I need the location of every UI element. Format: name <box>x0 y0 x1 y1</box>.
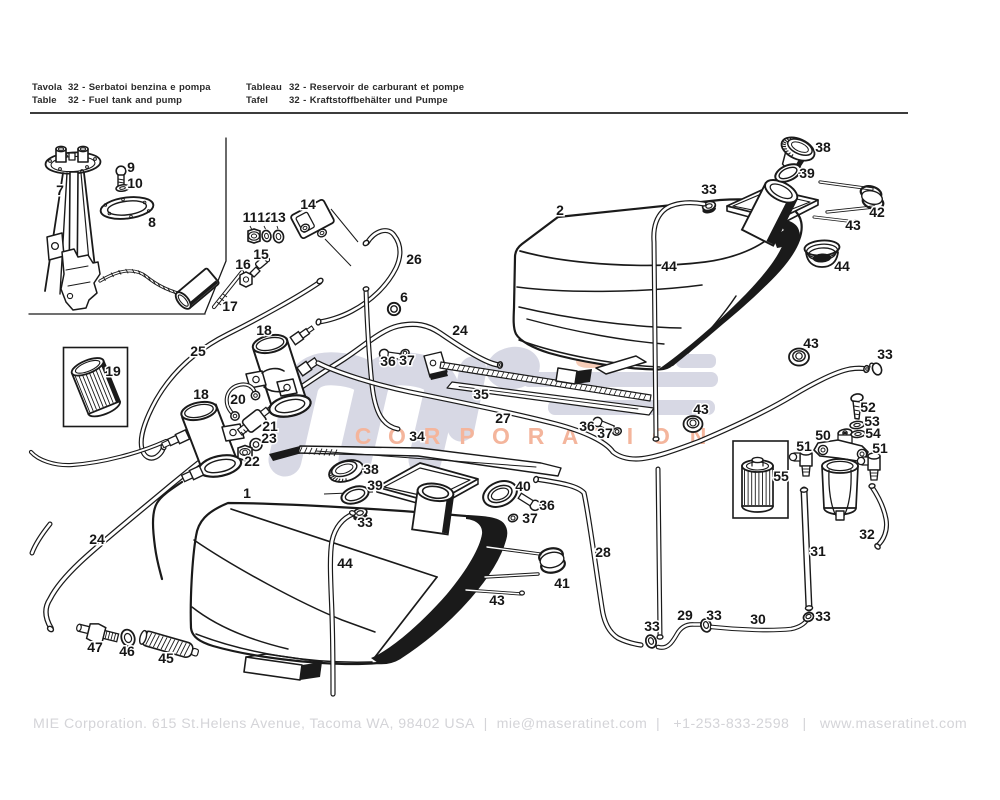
svg-text:43: 43 <box>803 335 819 351</box>
svg-text:55: 55 <box>773 468 789 484</box>
svg-text:37: 37 <box>399 352 415 368</box>
svg-text:51: 51 <box>796 438 812 454</box>
svg-text:13: 13 <box>270 209 286 225</box>
svg-text:18: 18 <box>256 322 272 338</box>
svg-text:33: 33 <box>357 514 373 530</box>
svg-text:46: 46 <box>119 643 135 659</box>
svg-text:20: 20 <box>230 391 246 407</box>
svg-text:38: 38 <box>363 461 379 477</box>
svg-text:27: 27 <box>495 410 511 426</box>
svg-text:6: 6 <box>400 289 408 305</box>
svg-text:33: 33 <box>644 618 660 634</box>
svg-text:16: 16 <box>235 256 251 272</box>
svg-text:42: 42 <box>869 204 885 220</box>
svg-text:8: 8 <box>148 214 156 230</box>
svg-text:37: 37 <box>522 510 538 526</box>
svg-text:40: 40 <box>515 478 531 494</box>
svg-text:9: 9 <box>127 159 135 175</box>
svg-text:1: 1 <box>243 485 251 501</box>
svg-text:54: 54 <box>865 425 881 441</box>
svg-text:25: 25 <box>190 343 206 359</box>
svg-text:33: 33 <box>701 181 717 197</box>
svg-text:30: 30 <box>750 611 766 627</box>
svg-text:O: O <box>492 423 510 449</box>
svg-text:43: 43 <box>845 217 861 233</box>
svg-text:37: 37 <box>597 425 613 441</box>
svg-text:18: 18 <box>193 386 209 402</box>
svg-text:41: 41 <box>554 575 570 591</box>
svg-text:44: 44 <box>661 258 677 274</box>
svg-text:36: 36 <box>380 353 396 369</box>
svg-text:53: 53 <box>864 413 880 429</box>
svg-text:24: 24 <box>452 322 468 338</box>
svg-text:12: 12 <box>257 209 273 225</box>
svg-text:33: 33 <box>877 346 893 362</box>
svg-text:39: 39 <box>799 165 815 181</box>
svg-text:26: 26 <box>406 251 422 267</box>
svg-text:51: 51 <box>872 440 888 456</box>
svg-text:29: 29 <box>677 607 693 623</box>
svg-text:32: 32 <box>859 526 875 542</box>
svg-text:45: 45 <box>158 650 174 666</box>
svg-text:23: 23 <box>261 430 277 446</box>
svg-text:47: 47 <box>87 639 103 655</box>
svg-text:43: 43 <box>693 401 709 417</box>
svg-text:44: 44 <box>337 555 353 571</box>
svg-text:19: 19 <box>105 363 121 379</box>
svg-text:33: 33 <box>815 608 831 624</box>
svg-text:50: 50 <box>815 427 831 443</box>
svg-text:R: R <box>424 423 441 449</box>
svg-text:44: 44 <box>834 258 850 274</box>
svg-text:28: 28 <box>595 544 611 560</box>
svg-text:10: 10 <box>127 175 143 191</box>
svg-text:15: 15 <box>253 246 269 262</box>
svg-text:43: 43 <box>489 592 505 608</box>
svg-text:36: 36 <box>579 418 595 434</box>
svg-text:22: 22 <box>244 453 260 469</box>
svg-text:17: 17 <box>222 298 238 314</box>
svg-text:33: 33 <box>706 607 722 623</box>
svg-text:52: 52 <box>860 399 876 415</box>
svg-text:38: 38 <box>815 139 831 155</box>
svg-text:24: 24 <box>89 531 105 547</box>
svg-text:P: P <box>459 423 474 449</box>
svg-text:34: 34 <box>409 428 425 444</box>
svg-text:11: 11 <box>243 209 258 225</box>
svg-text:2: 2 <box>556 202 564 218</box>
svg-text:35: 35 <box>473 386 489 402</box>
svg-text:14: 14 <box>300 196 316 212</box>
svg-text:31: 31 <box>810 543 826 559</box>
svg-text:R: R <box>528 423 545 449</box>
svg-text:I: I <box>627 423 633 449</box>
svg-text:39: 39 <box>367 477 383 493</box>
svg-text:7: 7 <box>56 182 64 198</box>
svg-text:C: C <box>355 423 372 449</box>
svg-text:21: 21 <box>262 418 278 434</box>
svg-text:36: 36 <box>539 497 555 513</box>
